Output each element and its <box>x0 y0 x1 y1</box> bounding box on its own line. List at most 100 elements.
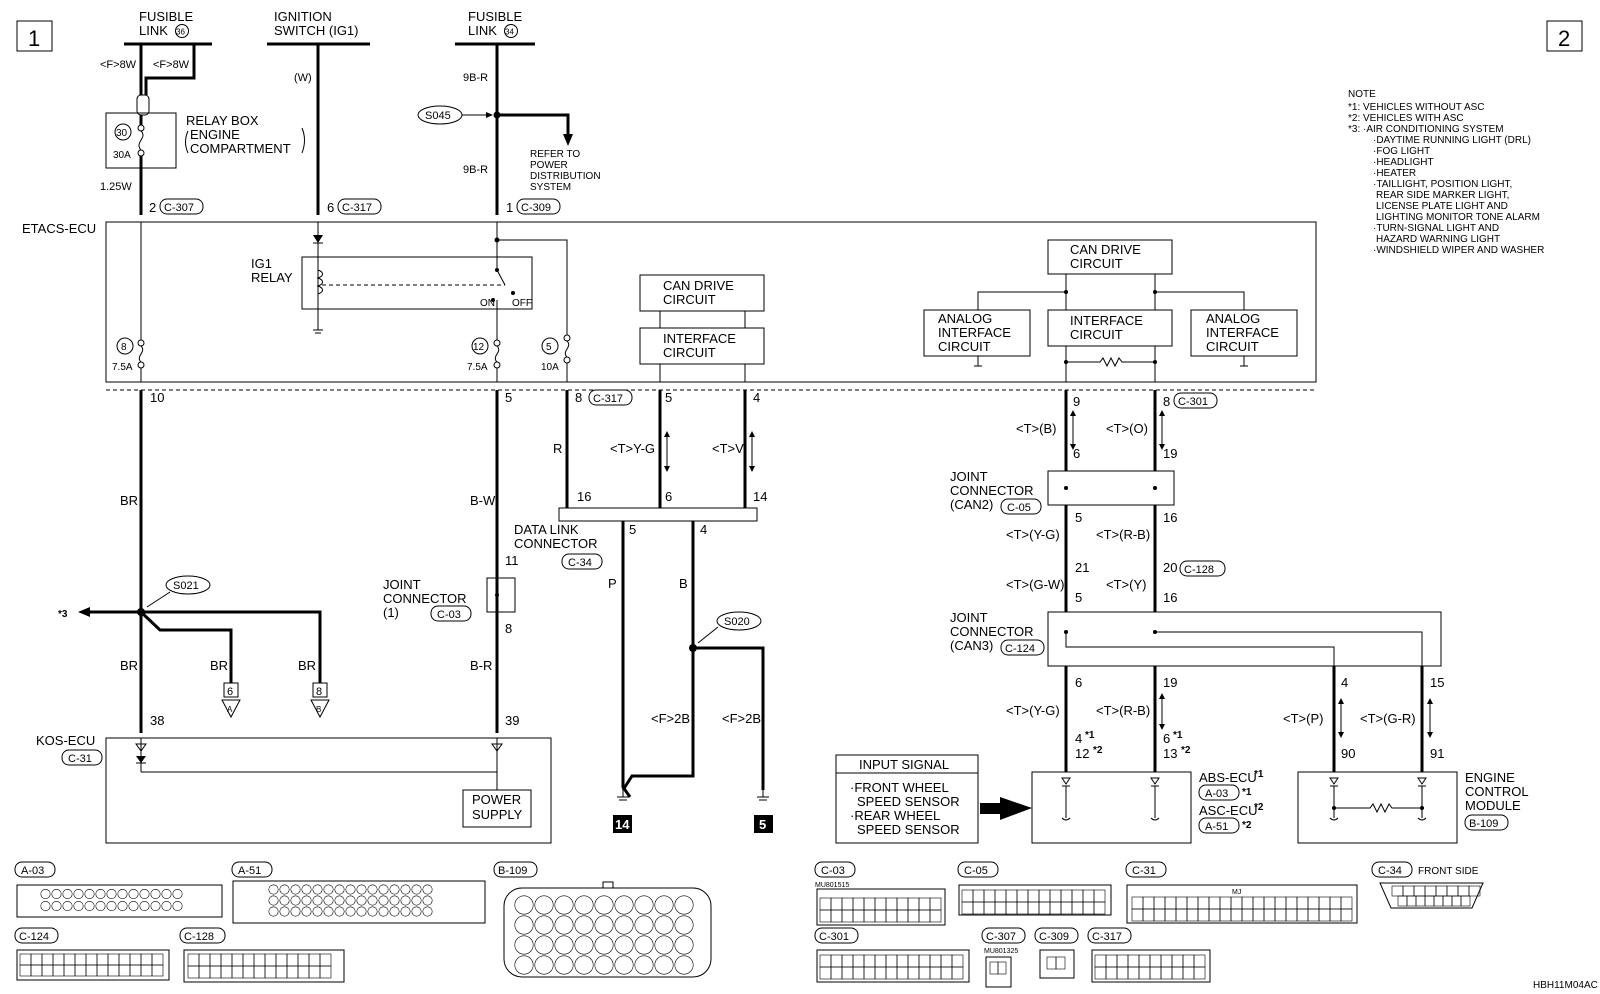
connector-pin-cell <box>1131 908 1144 922</box>
connector-pin-cell <box>231 953 244 967</box>
svg-text:COMPARTMENT: COMPARTMENT <box>190 141 291 156</box>
connector-pin-cell <box>1138 954 1151 968</box>
svg-text:6: 6 <box>227 686 233 698</box>
connector-pin-cell <box>323 906 334 917</box>
connector-pin-cell <box>534 915 554 935</box>
connector-pin-cell <box>1182 954 1195 968</box>
connector-pin-cell <box>852 966 865 980</box>
svg-text:C-317: C-317 <box>342 202 372 214</box>
svg-text:8: 8 <box>121 342 127 353</box>
svg-text:C-317: C-317 <box>1092 931 1122 943</box>
connector-pin-cell <box>907 954 920 968</box>
connector-pin-cell <box>1046 956 1057 970</box>
svg-text:ENGINE: ENGINE <box>1465 770 1515 785</box>
svg-text:·DAYTIME RUNNING LIGHT (DRL): ·DAYTIME RUNNING LIGHT (DRL) <box>1373 135 1531 146</box>
svg-text:10A: 10A <box>541 362 559 373</box>
svg-text:<T>(O): <T>(O) <box>1106 421 1148 436</box>
connector-pin-cell <box>1060 889 1073 903</box>
connector-view-c03: C-03 MU801515 <box>814 861 946 926</box>
svg-text:DATA LINK: DATA LINK <box>514 522 579 537</box>
connector-pin-cell <box>929 897 942 911</box>
connector-pin-cell <box>1127 954 1140 968</box>
connector-pin-cell <box>1406 895 1417 907</box>
connector-pin-cell <box>151 953 164 966</box>
connector-pin-cell <box>1049 889 1062 903</box>
connector-pin-cell <box>918 954 931 968</box>
connector-pin-cell <box>1219 896 1232 910</box>
svg-text:C-128: C-128 <box>184 931 214 943</box>
wire-label: <F>8W <box>100 59 137 71</box>
svg-text:·TAILLIGHT, POSITION LIGHT,: ·TAILLIGHT, POSITION LIGHT, <box>1373 179 1512 190</box>
svg-text:9B-R: 9B-R <box>463 72 488 84</box>
svg-text:MU801325: MU801325 <box>984 948 1018 955</box>
svg-text:19: 19 <box>1163 446 1177 461</box>
connector-pin-cell <box>297 965 310 979</box>
svg-text:C-31: C-31 <box>1132 865 1156 877</box>
svg-text:LINK: LINK <box>139 23 168 38</box>
connector-pin-cell <box>1149 966 1162 980</box>
svg-text:*2: *2 <box>1254 802 1264 813</box>
svg-text:C-309: C-309 <box>521 202 551 214</box>
svg-text:5: 5 <box>1075 510 1082 525</box>
connector-pin-cell <box>1424 885 1437 897</box>
connector-pin-cell <box>128 888 139 899</box>
connector-pin-cell <box>19 953 32 966</box>
connector-pin-cell <box>411 906 422 917</box>
svg-text:36: 36 <box>176 28 185 37</box>
connector-pin-cell <box>268 895 279 906</box>
svg-text:RELAY BOX: RELAY BOX <box>186 113 259 128</box>
connector-pin-cell <box>574 915 594 935</box>
svg-text:2: 2 <box>149 200 156 215</box>
connector-pin-cell <box>356 884 367 895</box>
connector-pin-cell <box>389 906 400 917</box>
svg-text:REFER TO: REFER TO <box>530 149 580 160</box>
connector-pin-cell <box>1340 896 1353 910</box>
connector-pin-cell <box>863 909 876 923</box>
connector-pin-cell <box>63 953 76 966</box>
connector-pin-cell <box>634 935 654 955</box>
connector-pin-cell <box>907 909 920 923</box>
connector-pin-cell <box>841 966 854 980</box>
connector-pin-cell <box>1340 908 1353 922</box>
svg-text:<T>(Y): <T>(Y) <box>1106 577 1146 592</box>
connector-pin-cell <box>594 955 614 975</box>
connector-pin-cell <box>1171 966 1184 980</box>
svg-text:CONNECTOR: CONNECTOR <box>950 483 1034 498</box>
svg-text:B-109: B-109 <box>1469 818 1498 830</box>
connector-pin-cell <box>286 953 299 967</box>
connector-pin-cell <box>994 901 1007 915</box>
connector-pin-cell <box>1142 908 1155 922</box>
connector-pin-cell <box>1197 908 1210 922</box>
connector-pin-cell <box>95 900 106 911</box>
connector-pin-cell <box>1027 901 1040 915</box>
connector-pin-cell <box>95 888 106 899</box>
connector-pin-cell <box>1038 889 1051 903</box>
connector-pin-cell <box>30 953 43 966</box>
connector-pin-cell <box>1446 885 1459 897</box>
svg-text:<T>(R-B): <T>(R-B) <box>1096 703 1150 718</box>
svg-text:A-03: A-03 <box>21 865 44 877</box>
svg-text:*1: *1 <box>1254 769 1264 780</box>
connector-pin-cell <box>422 906 433 917</box>
connector-pin-cell <box>1329 896 1342 910</box>
connector-pin-cell <box>1397 895 1408 907</box>
refer-note: REFER TO POWER DISTRIBUTION SYSTEM <box>530 149 601 193</box>
svg-text:7.5A: 7.5A <box>112 362 133 373</box>
svg-text:5: 5 <box>759 817 766 832</box>
connector-pin-cell <box>209 965 222 979</box>
connector-pin-cell <box>1071 889 1084 903</box>
connector-pin-cell <box>1171 954 1184 968</box>
svg-text:IG1: IG1 <box>251 256 272 271</box>
svg-text:4: 4 <box>700 522 707 537</box>
connector-pin-cell <box>874 909 887 923</box>
connector-pin-cell <box>400 906 411 917</box>
connector-pin-cell <box>918 909 931 923</box>
fusible-link-34: FUSIBLE LINK 34 <box>455 9 535 46</box>
svg-text:MU801515: MU801515 <box>815 882 849 889</box>
connector-view-c31: C-31 MJ <box>1125 861 1358 924</box>
connector-pin-cell <box>264 953 277 967</box>
svg-text:<T>(Y-G): <T>(Y-G) <box>1006 703 1060 718</box>
svg-text:SUPPLY: SUPPLY <box>472 807 523 822</box>
svg-text:14: 14 <box>615 817 630 832</box>
joint-connector-1: JOINT CONNECTOR (1) C-03 <box>383 577 516 622</box>
